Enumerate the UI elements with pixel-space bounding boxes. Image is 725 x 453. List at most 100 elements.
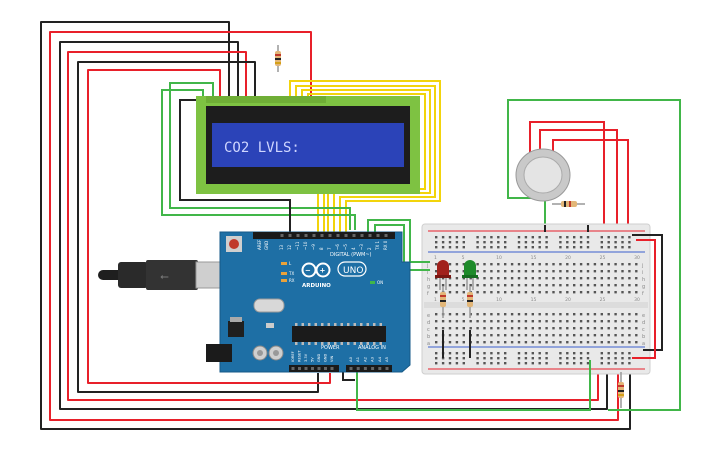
wire-red-mid[interactable] — [67, 51, 599, 401]
row-letter: a — [642, 341, 645, 347]
aref-label: AREF — [257, 239, 262, 250]
arduino-green-wires — [342, 219, 591, 411]
column-number: 30 — [634, 297, 640, 303]
column-number: 20 — [565, 255, 571, 261]
gas-sensor[interactable] — [507, 99, 681, 411]
wire-red-sensor-3[interactable] — [552, 139, 629, 232]
digital-pin-label: 13 — [279, 244, 284, 250]
power-pin-label: GND — [317, 354, 321, 362]
arduino-logo-icon: − + — [301, 262, 331, 278]
row-letter: c — [427, 327, 430, 333]
column-number: 5 — [462, 255, 465, 261]
wire-green-analog[interactable] — [356, 360, 591, 411]
arduino-model: UNO — [343, 266, 363, 276]
usb-cable[interactable]: ⭠ — [98, 260, 225, 290]
wire-black-outer[interactable] — [40, 21, 631, 430]
resistor-bottom-right[interactable] — [618, 372, 624, 408]
crystal-oscillator — [253, 298, 285, 313]
wire-red-sensor-1[interactable] — [529, 121, 605, 232]
column-number: 15 — [531, 297, 537, 303]
digital-pin-label: ~9 — [311, 244, 316, 250]
tx-label: TX — [288, 271, 294, 276]
row-letter: i — [427, 270, 428, 276]
lcd-screen — [212, 123, 404, 167]
resistor-led-green[interactable] — [467, 286, 473, 318]
resistor-led-red[interactable] — [440, 286, 446, 318]
analog-label: ANALOG IN — [358, 345, 386, 351]
row-letter: i — [642, 270, 643, 276]
digital-pin-label: ~3 — [359, 244, 364, 250]
rx-label: RX — [289, 278, 295, 283]
analog-pin-label: A4 — [377, 356, 382, 362]
wire-black-rail-jumper[interactable] — [632, 234, 663, 351]
column-number: 1 — [434, 255, 437, 261]
row-letter: g — [427, 284, 430, 290]
digital-pin-label: ~5 — [343, 244, 348, 250]
row-letter: d — [642, 320, 645, 326]
analog-header — [346, 365, 392, 372]
wire-black-inner[interactable] — [77, 61, 319, 393]
power-pin-label: 3.3V — [304, 353, 308, 362]
analog-pin-label: A0 — [348, 356, 353, 362]
wire-green-digital-2[interactable] — [374, 224, 430, 271]
wire-green-digital-1[interactable] — [367, 219, 430, 263]
column-number: 10 — [496, 255, 502, 261]
row-letter: j — [641, 263, 643, 269]
digital-pin-label: 12 — [287, 244, 292, 250]
chip-pins — [295, 323, 382, 345]
lcd-module[interactable]: CO2 LVLS: — [161, 80, 441, 232]
atmega-chip — [292, 326, 386, 342]
lcd-yellow-wires — [289, 80, 441, 232]
perimeter-wires — [40, 21, 631, 430]
analog-pin-label: A5 — [384, 356, 389, 362]
breadboard-right-wires — [544, 225, 663, 359]
l-label: L — [289, 261, 292, 266]
row-letter: d — [427, 320, 430, 326]
digital-label: DIGITAL (PWM~) — [330, 252, 372, 258]
digital-pin-label: 8 — [319, 247, 324, 250]
wire-red-inner[interactable] — [87, 69, 331, 384]
led-green[interactable] — [462, 260, 478, 290]
analog-pin-label: A3 — [370, 356, 375, 362]
column-number: 1 — [434, 297, 437, 303]
resistor-top[interactable] — [275, 45, 281, 72]
digital-pin-label: 2 — [367, 247, 372, 250]
row-letter: h — [642, 277, 645, 283]
digital-pin-label: RX 0 — [383, 240, 388, 250]
wire-red-rail-jumper[interactable] — [632, 239, 656, 359]
dc-power-jack — [206, 344, 232, 362]
voltage-regulator — [228, 321, 244, 337]
led-l-indicator — [281, 262, 287, 265]
row-letter: b — [642, 334, 645, 340]
on-led-indicator — [370, 281, 375, 284]
digital-pin-label: 4 — [351, 247, 356, 250]
led-rx-indicator — [281, 279, 287, 282]
column-number: 20 — [565, 297, 571, 303]
wire-red-sensor-2[interactable] — [539, 129, 618, 232]
row-letter: e — [642, 313, 645, 319]
led-red[interactable] — [435, 260, 451, 290]
digital-pin-label: ~10 — [303, 241, 308, 250]
svg-text:−: − — [305, 267, 311, 275]
digital-pin-label: ~11 — [295, 241, 300, 250]
svg-text:+: + — [320, 267, 326, 275]
usb-symbol-icon: ⭠ — [160, 270, 169, 283]
row-letter: f — [427, 291, 429, 297]
wire-black-analog[interactable] — [342, 372, 355, 381]
row-letter: j — [426, 263, 428, 269]
row-letter: a — [427, 341, 430, 347]
lcd-green-wires-left — [161, 82, 356, 230]
digital-pin-label: TX 1 — [375, 241, 380, 251]
arduino-brand: ARDUINO — [302, 283, 331, 289]
row-letter: b — [427, 334, 430, 340]
column-number: 5 — [462, 297, 465, 303]
wire-red-outer[interactable] — [49, 31, 619, 421]
power-label: POWER — [321, 345, 340, 351]
analog-pin-label: A2 — [362, 356, 367, 362]
